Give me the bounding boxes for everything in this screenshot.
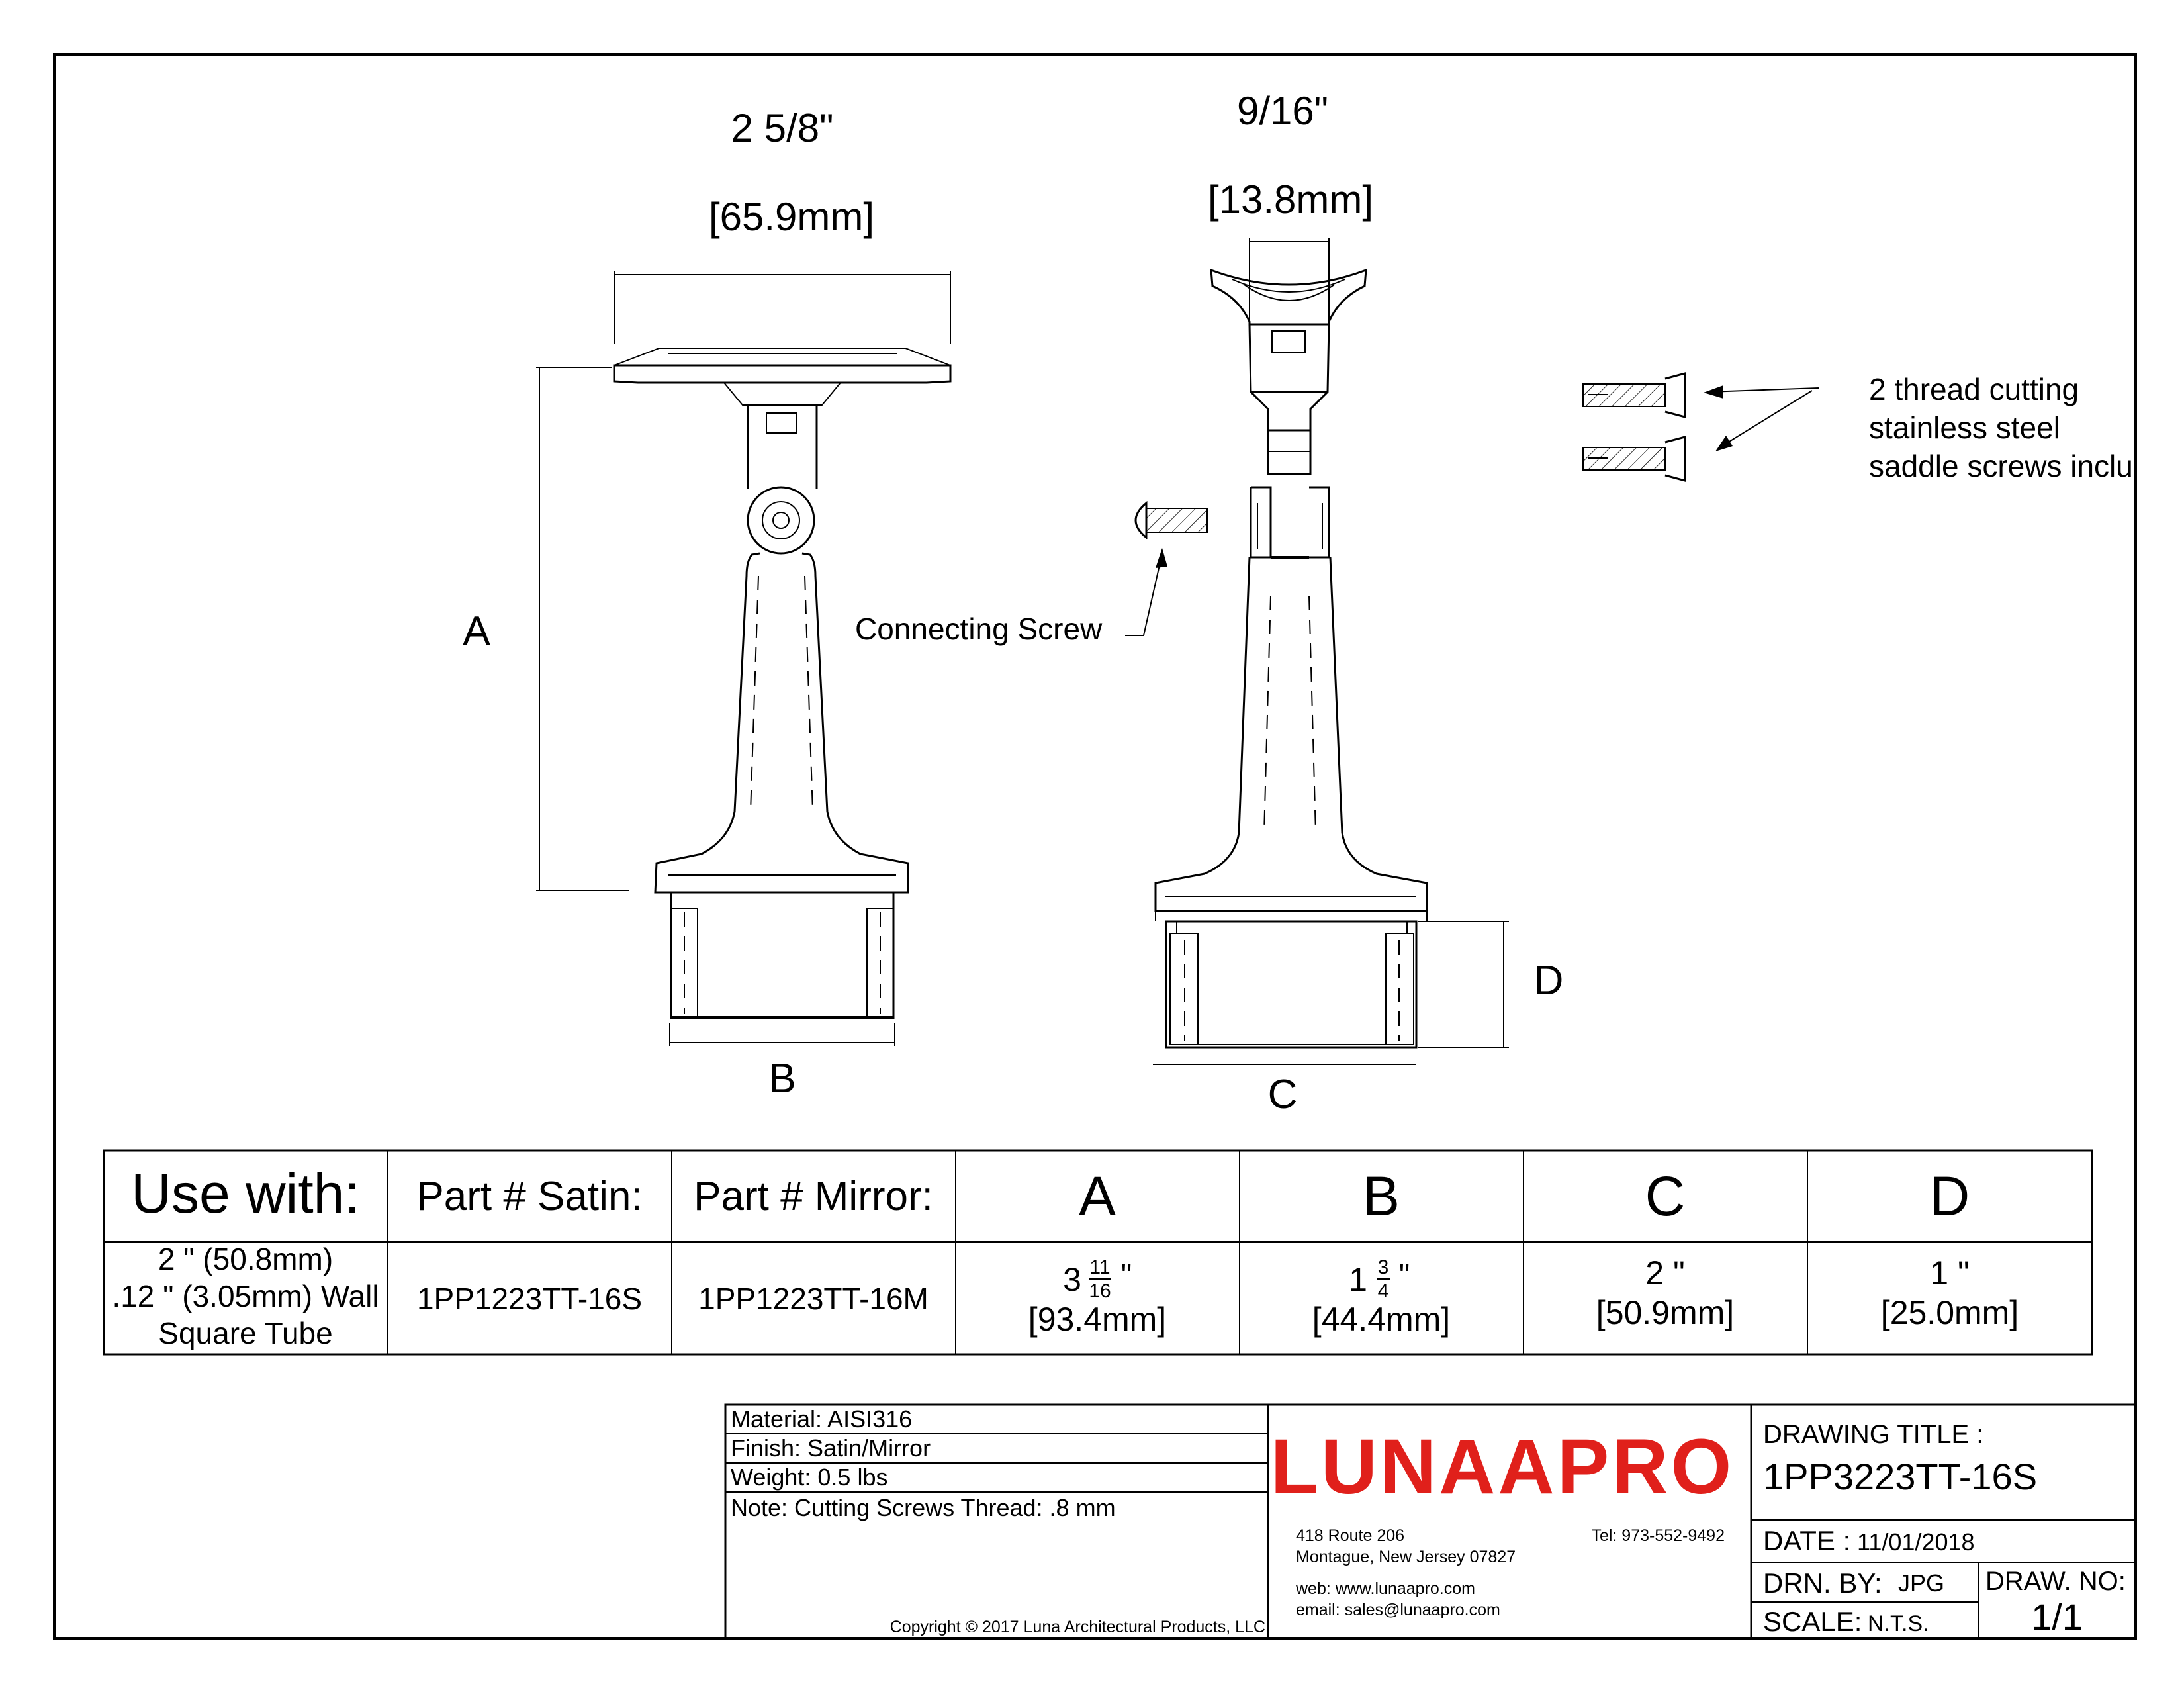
part-mirror-value: 1PP1223TT-16M — [698, 1282, 929, 1316]
use-with-line1: 2 " (50.8mm) — [158, 1242, 333, 1276]
front-saddle-plate — [613, 364, 952, 384]
use-with-line2: .12 " (3.05mm) Wall — [112, 1279, 379, 1313]
saddle-screws-line3: saddle screws inclu — [1869, 449, 2133, 483]
b-denominator: 4 — [1378, 1280, 1389, 1302]
side-view — [1154, 268, 1428, 1049]
company-logo: LUNAAPRO — [1271, 1423, 1735, 1511]
front-pivot-outer — [747, 486, 815, 555]
a-denominator: 16 — [1089, 1280, 1111, 1302]
saddle-screws-line1: 2 thread cutting — [1869, 372, 2079, 406]
website: web: www.lunaapro.com — [1295, 1579, 1475, 1598]
top-width-inch: 2 5/8" — [731, 106, 834, 150]
side-width-inch: 9/16" — [1237, 89, 1328, 133]
date-label: DATE : — [1763, 1525, 1850, 1556]
drawing-title: 1PP3223TT-16S — [1763, 1456, 2037, 1497]
saddle-screws-line2: stainless steel — [1869, 410, 2060, 445]
header-b: B — [1363, 1165, 1400, 1227]
copyright-text: Copyright © 2017 Luna Architectural Prod… — [890, 1618, 1265, 1636]
header-d: D — [1930, 1165, 1970, 1227]
a-numerator: 11 — [1089, 1256, 1110, 1278]
date-value: 11/01/2018 — [1857, 1528, 1975, 1556]
draw-no-label: DRAW. NO: — [1985, 1567, 2126, 1596]
front-dimensions — [536, 271, 951, 1046]
saddle-screws-icon — [1582, 372, 1819, 482]
use-with-line3: Square Tube — [158, 1316, 332, 1350]
header-part-satin: Part # Satin: — [416, 1174, 642, 1219]
drawn-by-label: DRN. BY: — [1763, 1568, 1882, 1599]
side-saddle — [1210, 268, 1367, 326]
dimension-label-b: B — [768, 1056, 796, 1102]
thread-note: Note: Cutting Screws Thread: .8 mm — [731, 1494, 1116, 1521]
draw-no-value: 1/1 — [2031, 1596, 2083, 1638]
side-square-tube — [1165, 920, 1418, 1049]
scale-label: SCALE: — [1763, 1606, 1862, 1637]
address-line2: Montague, New Jersey 07827 — [1296, 1548, 1516, 1566]
dimension-label-c: C — [1268, 1072, 1298, 1117]
d-mm: [25.0mm] — [1881, 1294, 2019, 1331]
header-part-mirror: Part # Mirror: — [694, 1174, 933, 1219]
dimension-label-d: D — [1534, 958, 1564, 1004]
connecting-screw-label: Connecting Screw — [855, 612, 1103, 646]
drawing-title-label: DRAWING TITLE : — [1763, 1420, 1983, 1449]
front-tapered-post — [654, 552, 909, 894]
a-whole: 3 — [1063, 1261, 1081, 1298]
top-width-mm: [65.9mm] — [709, 195, 874, 239]
front-neck — [747, 405, 818, 489]
b-mm: [44.4mm] — [1312, 1301, 1450, 1338]
phone-number: Tel: 973-552-9492 — [1591, 1526, 1725, 1545]
scale-value: N.T.S. — [1868, 1611, 1929, 1636]
material-spec: Material: AISI316 — [731, 1405, 912, 1432]
side-width-mm: [13.8mm] — [1208, 177, 1373, 222]
part-satin-value: 1PP1223TT-16S — [417, 1282, 642, 1316]
c-mm: [50.9mm] — [1596, 1294, 1734, 1331]
front-square-tube — [670, 891, 895, 1019]
b-whole: 1 — [1349, 1261, 1367, 1298]
header-c: C — [1645, 1165, 1686, 1227]
a-mm: [93.4mm] — [1028, 1301, 1166, 1338]
dimension-label-a: A — [463, 608, 490, 654]
side-yoke — [1250, 486, 1330, 559]
connecting-screw-icon — [1125, 500, 1208, 636]
finish-spec: Finish: Satin/Mirror — [731, 1434, 931, 1462]
a-inch-mark: " — [1121, 1258, 1132, 1292]
header-a: A — [1079, 1165, 1116, 1227]
email: email: sales@lunaapro.com — [1296, 1601, 1500, 1619]
b-numerator: 3 — [1378, 1256, 1389, 1278]
side-tapered-post — [1154, 557, 1428, 912]
drawn-by-value: JPG — [1898, 1570, 1944, 1597]
weight-spec: Weight: 0.5 lbs — [731, 1464, 887, 1491]
spec-table — [103, 1149, 2093, 1356]
header-use-with: Use with: — [131, 1162, 359, 1225]
side-dimensions — [1153, 238, 1509, 1065]
d-value: 1 " — [1930, 1254, 1969, 1291]
front-view — [613, 348, 952, 1019]
address-line1: 418 Route 206 — [1296, 1526, 1404, 1545]
sheet-border — [53, 53, 2137, 1640]
c-value: 2 " — [1645, 1254, 1684, 1291]
b-inch-mark: " — [1399, 1258, 1410, 1292]
title-block — [724, 1403, 2137, 1640]
